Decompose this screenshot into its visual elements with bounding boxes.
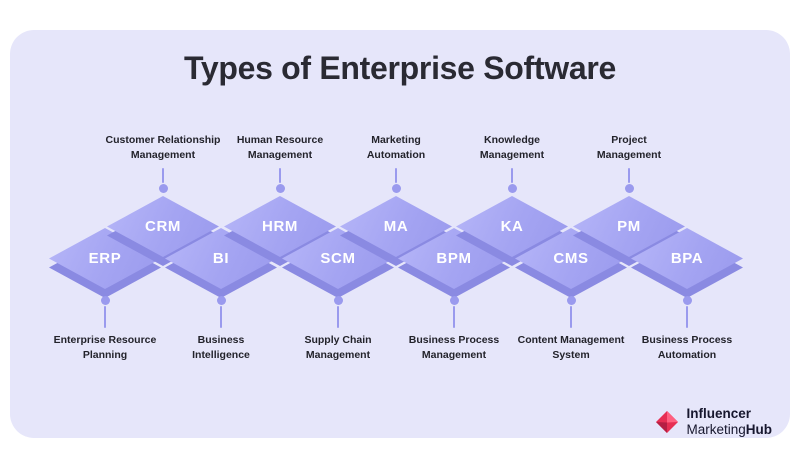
brand-logo-icon [656, 410, 679, 433]
brand-logo-text: Influencer MarketingHub [686, 406, 772, 437]
connector-dot [391, 184, 401, 193]
connector-line [453, 306, 455, 328]
connector-dot [507, 184, 517, 193]
diamond-label-cms: Content Management System [517, 334, 625, 362]
diamond-label-ma: Marketing Automation [366, 134, 426, 162]
brand-logo: Influencer MarketingHub [655, 406, 772, 437]
diamond-label-scm: Supply Chain Management [304, 334, 372, 362]
diamond-bpa: BPA [631, 228, 743, 298]
connector-dot [100, 296, 110, 305]
connector-dot [333, 296, 343, 305]
connector-dot [624, 184, 634, 193]
diamond-label-bpm: Business Process Management [408, 334, 500, 362]
connector-line [395, 168, 397, 183]
diamond-label-bi: Business Intelligence [192, 334, 250, 362]
diamond-label-pm: Project Management [596, 134, 662, 162]
connector-dot [566, 296, 576, 305]
connector-line [686, 306, 688, 328]
diamond-label-bpa: Business Process Automation [641, 334, 733, 362]
diamond-label-hrm: Human Resource Management [236, 134, 324, 162]
connector-dot [158, 184, 168, 193]
brand-name-line2: MarketingHub [686, 422, 772, 438]
connector-dot [275, 184, 285, 193]
diamond-cms: CMS [515, 228, 627, 298]
connector-line [511, 168, 513, 183]
connector-dot [449, 296, 459, 305]
connector-line [162, 168, 164, 183]
connector-line [104, 306, 106, 328]
connector-dot [216, 296, 226, 305]
page-title: Types of Enterprise Software [183, 50, 616, 86]
diamond-hrm: HRM [224, 196, 336, 266]
diamond-label-ka: Knowledge Management [479, 134, 545, 162]
connector-line [279, 168, 281, 183]
brand-name-marketing: Marketing [686, 421, 746, 437]
brand-name-hub: Hub [745, 421, 772, 437]
diamond-label-erp: Enterprise Resource Planning [53, 334, 157, 362]
connector-dot [682, 296, 692, 305]
connector-line [628, 168, 630, 183]
connector-line [337, 306, 339, 328]
diamond-label-crm: Customer Relationship Management [105, 134, 221, 162]
diamond-abbr-bpa: BPA [631, 228, 743, 289]
brand-name-line1: Influencer [686, 406, 751, 421]
connector-line [220, 306, 222, 328]
connector-line [570, 306, 572, 328]
